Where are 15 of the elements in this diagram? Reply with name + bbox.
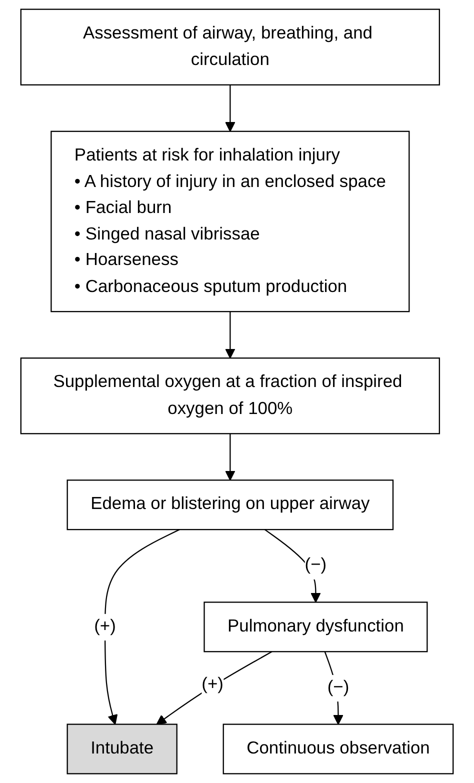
arrow [225,434,236,481]
edge-label: (+) [94,616,116,636]
arrow [156,651,272,725]
node-box: Continuous observation [222,724,454,774]
node-box: Patients at risk for inhalation injury • A history of injury in an enclosed space • Facial burn • Singed nasal vibrissae • Hoarseness • Carbonaceous sputum production [50,130,410,312]
edge-label: (+) [202,674,224,694]
node-box: Supplemental oxygen at a fraction of inspired oxygen of 100% [20,358,440,434]
edge-label: (−) [327,677,350,697]
edge-label: (−) [304,555,327,575]
node-box: Pulmonary dysfunction [204,602,428,652]
node-box: Intubate [66,724,178,774]
node-box: Assessment of airway, breathing, and circulation [20,8,440,86]
arrow [225,84,236,132]
node-box: Edema or blistering on upper airway [66,480,394,530]
arrow [225,312,236,359]
